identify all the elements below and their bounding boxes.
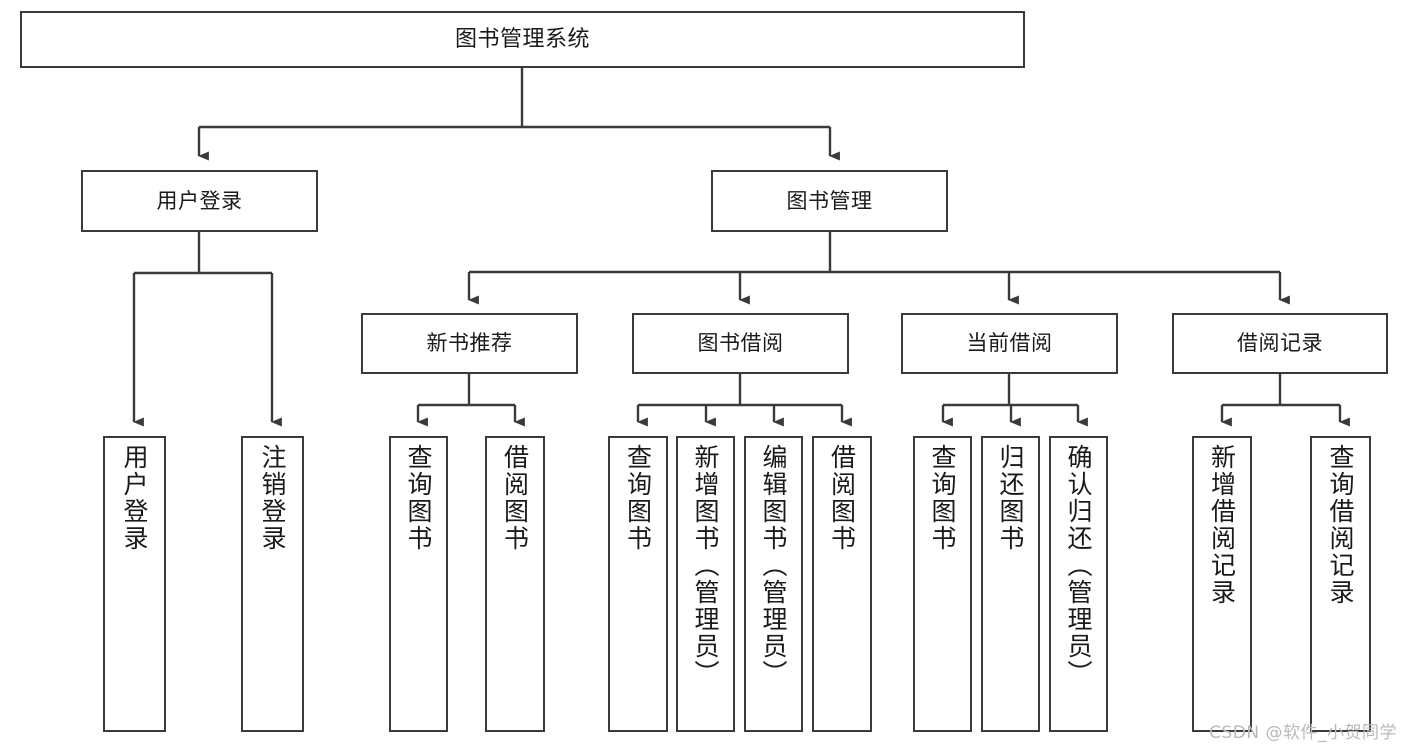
node-user-login-label: 用户登录 [156,188,243,213]
leaf-query-borrow-record-label: 查询借阅记录 [1326,444,1355,606]
leaf-edit-book-admin[interactable]: 编辑图书（管理员） [744,436,803,732]
node-borrow-record[interactable]: 借阅记录 [1172,313,1388,374]
leaf-current-query-books-label: 查询图书 [928,444,957,552]
node-book-management[interactable]: 图书管理 [711,170,948,232]
leaf-confirm-return-admin[interactable]: 确认归还（管理员） [1049,436,1108,732]
leaf-return-books[interactable]: 归还图书 [981,436,1040,732]
leaf-query-borrow-record[interactable]: 查询借阅记录 [1310,436,1371,732]
node-book-borrow[interactable]: 图书借阅 [632,313,849,374]
leaf-rec-borrow-books-label: 借阅图书 [500,444,530,552]
leaf-borrow-query-books[interactable]: 查询图书 [608,436,668,732]
leaf-user-login-label: 用户登录 [120,444,149,552]
node-book-management-label: 图书管理 [786,188,873,213]
csdn-watermark: CSDN @软件_小贺同学 [1209,723,1397,743]
leaf-user-login[interactable]: 用户登录 [103,436,166,732]
leaf-current-query-books[interactable]: 查询图书 [913,436,972,732]
node-borrow-record-label: 借阅记录 [1237,331,1323,356]
leaf-add-book-admin-label: 新增图书（管理员） [691,444,720,687]
leaf-add-book-admin[interactable]: 新增图书（管理员） [676,436,735,732]
leaf-confirm-return-admin-label: 确认归还（管理员） [1064,444,1093,687]
leaf-logout-label: 注销登录 [258,444,287,552]
leaf-borrow-books-label: 借阅图书 [827,444,857,552]
node-new-book-recommendation-label: 新书推荐 [426,331,513,356]
leaf-edit-book-admin-label: 编辑图书（管理员） [759,444,788,687]
leaf-borrow-books[interactable]: 借阅图书 [812,436,872,732]
leaf-borrow-query-books-label: 查询图书 [623,444,653,552]
leaf-logout[interactable]: 注销登录 [241,436,304,732]
leaf-add-borrow-record-label: 新增借阅记录 [1207,444,1237,606]
node-root-label: 图书管理系统 [454,26,590,52]
node-user-login[interactable]: 用户登录 [81,170,318,232]
leaf-rec-query-books[interactable]: 查询图书 [389,436,448,732]
leaf-return-books-label: 归还图书 [996,444,1025,552]
node-new-book-recommendation[interactable]: 新书推荐 [361,313,578,374]
leaf-rec-borrow-books[interactable]: 借阅图书 [485,436,545,732]
node-root[interactable]: 图书管理系统 [20,11,1025,68]
node-current-borrow-label: 当前借阅 [966,331,1053,356]
leaf-add-borrow-record[interactable]: 新增借阅记录 [1192,436,1252,732]
node-book-borrow-label: 图书借阅 [697,331,784,356]
node-current-borrow[interactable]: 当前借阅 [901,313,1118,374]
leaf-rec-query-books-label: 查询图书 [404,444,433,552]
